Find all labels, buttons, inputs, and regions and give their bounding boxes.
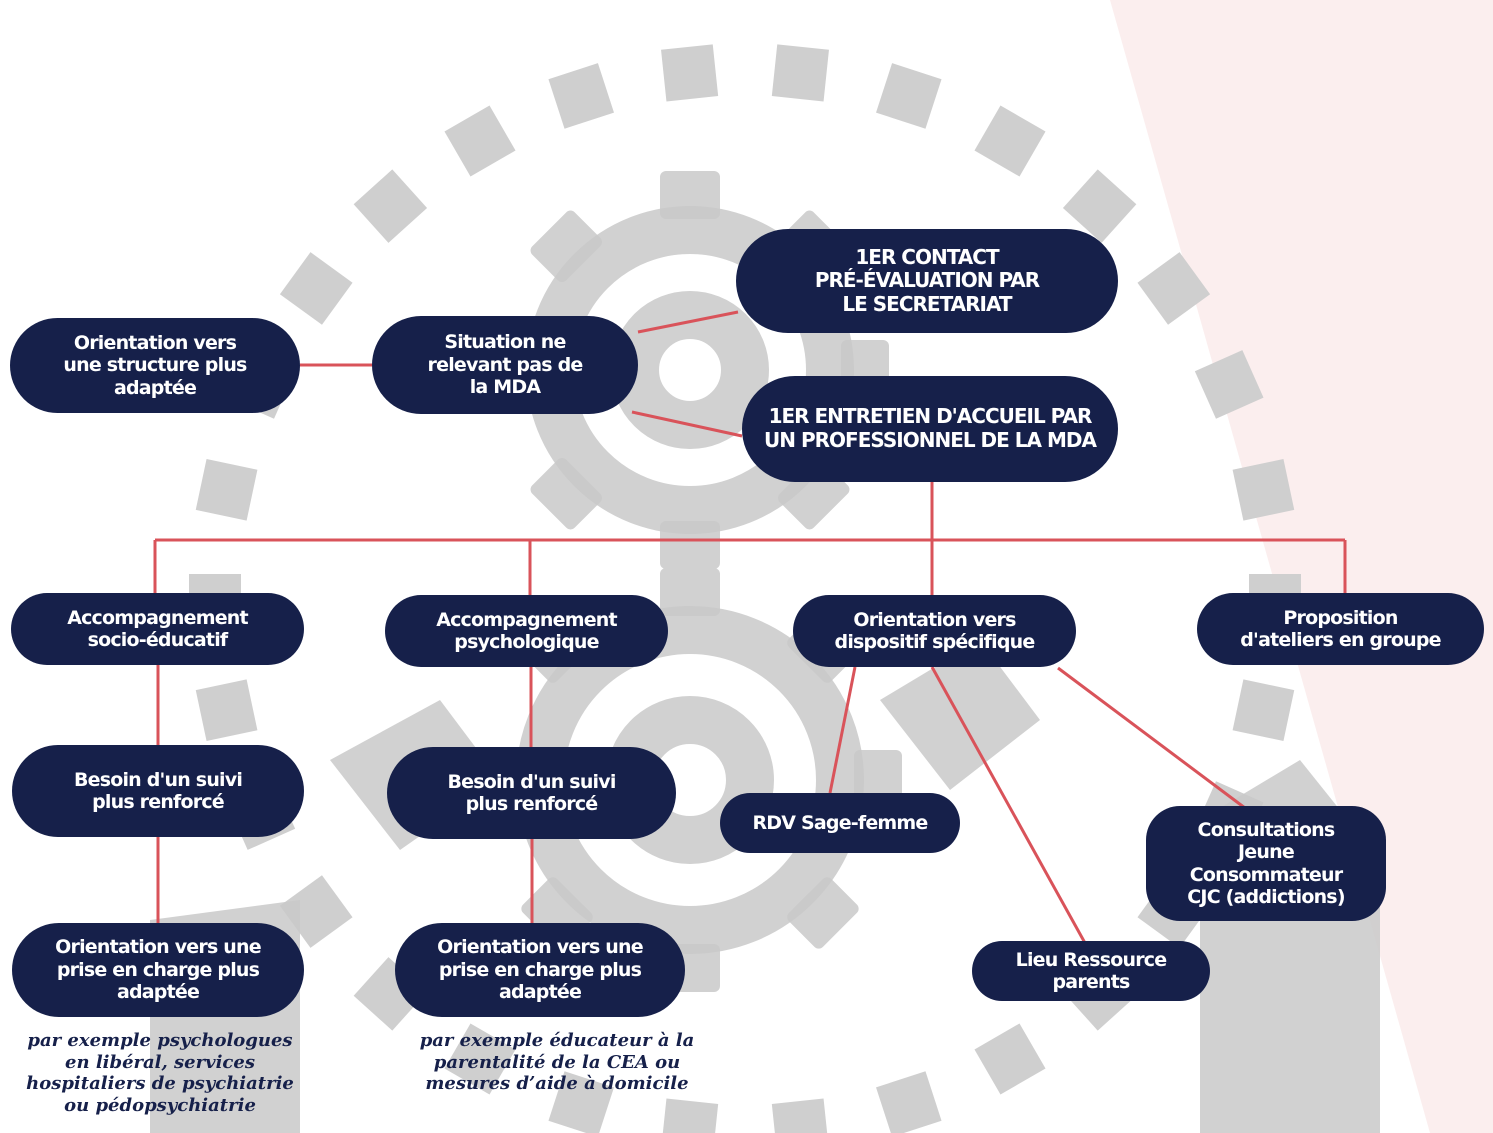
ring-dash — [974, 105, 1046, 177]
node-socio-educational: Accompagnement socio-éducatif — [11, 593, 304, 665]
node-midwife: RDV Sage-femme — [720, 793, 960, 853]
node-reinforced-followup-2: Besoin d'un suivi plus renforcé — [387, 747, 676, 839]
ring-dash — [1232, 679, 1295, 742]
gear-tooth — [660, 171, 720, 219]
note-example-1: par exemple psychologues en libéral, ser… — [26, 1030, 294, 1116]
ring-dash — [353, 169, 428, 243]
ring-dash — [771, 44, 829, 102]
ring-dash — [974, 1023, 1046, 1095]
link-specific-resource — [930, 666, 1087, 944]
link-specific-midwife — [828, 666, 857, 794]
ring-dash — [1232, 458, 1295, 521]
node-adapted-care-1: Orientation vers une prise en charge plu… — [12, 923, 304, 1017]
corner-tint — [1110, 0, 1493, 1133]
node-cjc: Consultations Jeune Consommateur CJC (ad… — [1146, 806, 1386, 921]
link-specific-cjc — [1057, 666, 1246, 810]
ring-dash — [279, 252, 353, 325]
gear-tooth — [530, 210, 602, 282]
ring-dash — [876, 1071, 942, 1133]
link-situation-interview — [631, 410, 743, 438]
ring-dash — [661, 44, 719, 102]
node-group-workshops: Proposition d'ateliers en groupe — [1197, 593, 1484, 665]
node-adapted-care-2: Orientation vers une prise en charge plu… — [395, 923, 685, 1017]
node-psychological: Accompagnement psychologique — [385, 595, 668, 667]
ring-dash — [661, 1098, 719, 1133]
ring-dash — [548, 1071, 614, 1133]
link-situation-contact — [637, 310, 739, 334]
ring-dash — [1137, 252, 1211, 325]
gear-tooth — [660, 521, 720, 569]
node-situation-not-mda: Situation ne relevant pas de la MDA — [372, 316, 638, 414]
node-orientation-structure: Orientation vers une structure plus adap… — [10, 318, 300, 413]
ring-dash — [1062, 169, 1137, 243]
gear-tooth — [787, 877, 859, 949]
ring-dash — [195, 679, 258, 742]
node-specific-device: Orientation vers dispositif spécifique — [793, 595, 1076, 667]
ring-dash — [876, 63, 942, 129]
ring-dash — [771, 1098, 829, 1133]
node-first-contact: 1ER CONTACT PRÉ-ÉVALUATION PAR LE SECRET… — [736, 229, 1118, 333]
ring-dash — [548, 63, 614, 129]
ring-dash — [444, 1023, 516, 1095]
node-first-interview: 1ER ENTRETIEN D'ACCUEIL PAR UN PROFESSIO… — [742, 376, 1118, 482]
note-example-2: par exemple éducateur à la parentalité d… — [419, 1030, 695, 1095]
gear-tooth — [660, 568, 720, 616]
gear-tooth — [530, 458, 602, 530]
ring-dash — [1194, 350, 1264, 419]
node-reinforced-followup-1: Besoin d'un suivi plus renforcé — [12, 745, 304, 837]
ring-dash — [195, 458, 258, 521]
node-resource-place: Lieu Ressource parents — [972, 941, 1210, 1001]
ring-dash — [444, 105, 516, 177]
